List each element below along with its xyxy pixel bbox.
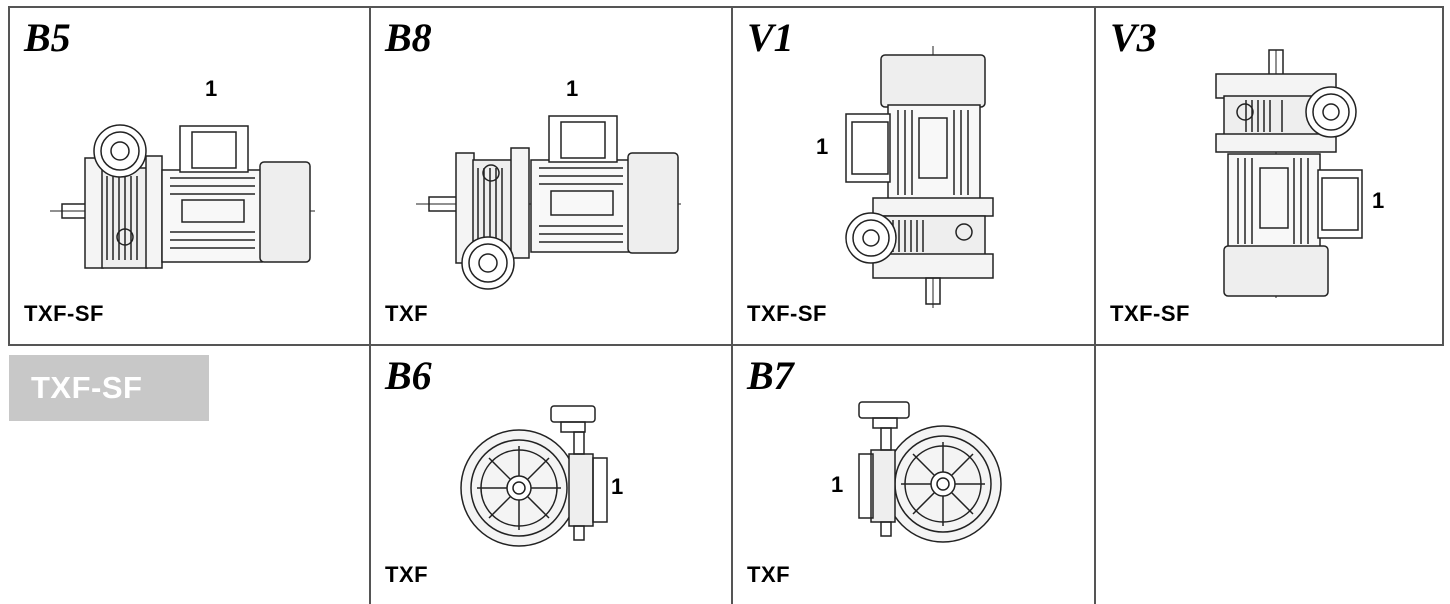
mounting-code-b6: B6 bbox=[385, 353, 432, 398]
drawing-b7-end-view-left bbox=[733, 346, 1094, 604]
position-marker-b7: 1 bbox=[831, 472, 844, 497]
drawing-b5-horizontal-flange-motor bbox=[10, 8, 369, 344]
cell-b5: B5 1 TXF-SF bbox=[10, 8, 369, 344]
model-label-b5: TXF-SF bbox=[24, 301, 104, 326]
grid-right-border bbox=[1442, 6, 1444, 346]
cell-v1: V1 1 TXF-SF bbox=[733, 8, 1094, 344]
grid-divider-3 bbox=[1094, 6, 1096, 604]
drawing-v3-vertical-shaft-up bbox=[1096, 8, 1442, 344]
drawing-b6-end-view-right bbox=[371, 346, 731, 604]
position-marker-b8: 1 bbox=[566, 76, 579, 101]
grid-left-border bbox=[8, 6, 10, 346]
model-label-v3: TXF-SF bbox=[1110, 301, 1190, 326]
grid-divider-1 bbox=[369, 6, 371, 604]
drawing-b8-horizontal-flange-motor-inverted bbox=[371, 8, 731, 344]
model-label-b7: TXF bbox=[747, 562, 791, 587]
grid-divider-2 bbox=[731, 6, 733, 604]
grid-mid-border bbox=[8, 344, 1444, 346]
position-marker-b5: 1 bbox=[205, 76, 218, 101]
model-label-v1: TXF-SF bbox=[747, 301, 827, 326]
mounting-code-v3: V3 bbox=[1110, 15, 1157, 60]
mounting-code-b7: B7 bbox=[747, 353, 794, 398]
cell-b8: B8 1 TXF bbox=[371, 8, 731, 344]
model-label-b6: TXF bbox=[385, 562, 429, 587]
cell-v3: V3 1 TXF-SF bbox=[1096, 8, 1442, 344]
mounting-code-b8: B8 bbox=[385, 15, 432, 60]
mounting-code-v1: V1 bbox=[747, 15, 794, 60]
grid-top-border bbox=[8, 6, 1444, 8]
position-marker-v3: 1 bbox=[1372, 188, 1385, 213]
cell-b7: B7 1 TXF bbox=[733, 346, 1094, 604]
mounting-code-b5: B5 bbox=[24, 15, 71, 60]
drawing-v1-vertical-shaft-down bbox=[733, 8, 1094, 344]
position-marker-v1: 1 bbox=[816, 134, 829, 159]
cell-b6: B6 1 TXF bbox=[371, 346, 731, 604]
model-label-b8: TXF bbox=[385, 301, 429, 326]
series-badge: TXF-SF bbox=[9, 355, 209, 421]
position-marker-b6: 1 bbox=[611, 474, 624, 499]
